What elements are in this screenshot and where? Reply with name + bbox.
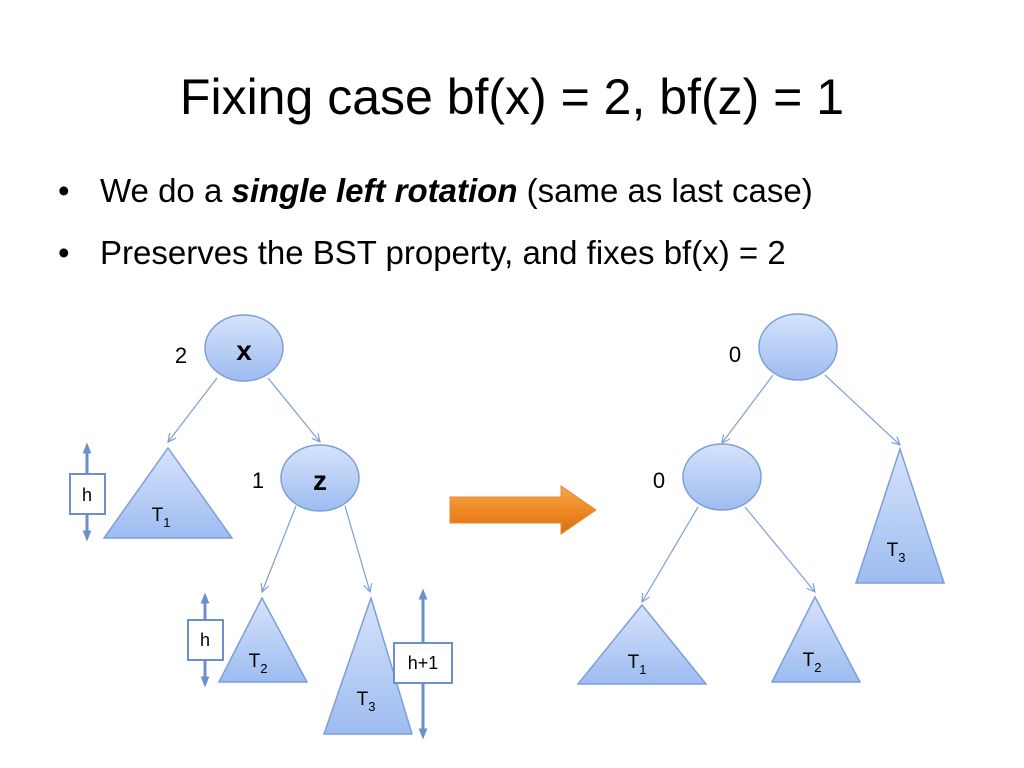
- subtree-label-t3: T3: [357, 689, 376, 714]
- edge-left-t2: [744, 506, 815, 592]
- height-label-t2: h: [200, 630, 210, 650]
- node-label-z: z: [313, 465, 327, 496]
- height-label-t1: h: [82, 485, 92, 505]
- edge-x-t1: [168, 377, 218, 442]
- height-box-t1: [69, 473, 106, 515]
- subtree-triangle-t1: [576, 603, 708, 685]
- balance-factor-x: 2: [175, 343, 187, 368]
- tree-node-root: [758, 313, 838, 381]
- node-label-x: x: [236, 335, 252, 366]
- bullet-item: • We do a single left rotation (same as …: [58, 160, 813, 222]
- balance-factor-z: 1: [252, 468, 264, 493]
- balance-factor-left-child: 0: [653, 468, 665, 493]
- height-label-t3: h+1: [408, 653, 439, 673]
- subtree-triangle-t1: [102, 446, 234, 539]
- slide-title: Fixing case bf(x) = 2, bf(z) = 1: [179, 69, 845, 125]
- subtree-triangle-t2: [770, 595, 862, 683]
- edge-x-z: [267, 377, 320, 442]
- edge-root-t3: [824, 374, 900, 445]
- balance-factor-root: 0: [729, 342, 741, 367]
- subtree-label-t2: T2: [803, 650, 822, 675]
- tree-node-left-child: [682, 443, 762, 511]
- edge-root-left: [722, 374, 774, 443]
- height-box-t3: [393, 642, 453, 684]
- bullet-item: • Preserves the BST property, and fixes …: [58, 222, 813, 284]
- subtree-label-t2: T2: [249, 651, 268, 676]
- bullet-text: Preserves the BST property, and fixes bf…: [100, 234, 786, 271]
- bullet-text-post: (same as last case): [517, 172, 813, 209]
- subtree-label-t1: T1: [152, 505, 171, 530]
- subtree-triangle-t3: [854, 446, 946, 584]
- edge-z-t2: [262, 505, 297, 592]
- bullet-text-emphasis: single left rotation: [231, 172, 518, 209]
- rotation-arrow-icon: [449, 485, 597, 535]
- subtree-label-t3: T3: [887, 540, 906, 565]
- subtree-label-t1: T1: [628, 652, 647, 677]
- tree-node-x: [204, 314, 284, 382]
- subtree-triangle-t2: [217, 596, 309, 683]
- height-box-t2: [187, 619, 224, 661]
- bullet-dot-icon: •: [58, 234, 70, 271]
- tree-node-z: [280, 444, 360, 512]
- subtree-triangle-t3: [322, 595, 414, 735]
- left-tree: x 2 z 1 T1 h T2 h T3 h+1: [69, 314, 453, 740]
- right-tree: 0 0 T1 T2 T3: [576, 313, 946, 685]
- edge-z-t3: [344, 505, 370, 592]
- bullet-list: • We do a single left rotation (same as …: [58, 160, 813, 284]
- edge-left-t1: [642, 506, 699, 602]
- bullet-text-pre: We do a: [100, 172, 232, 209]
- bullet-dot-icon: •: [58, 172, 70, 209]
